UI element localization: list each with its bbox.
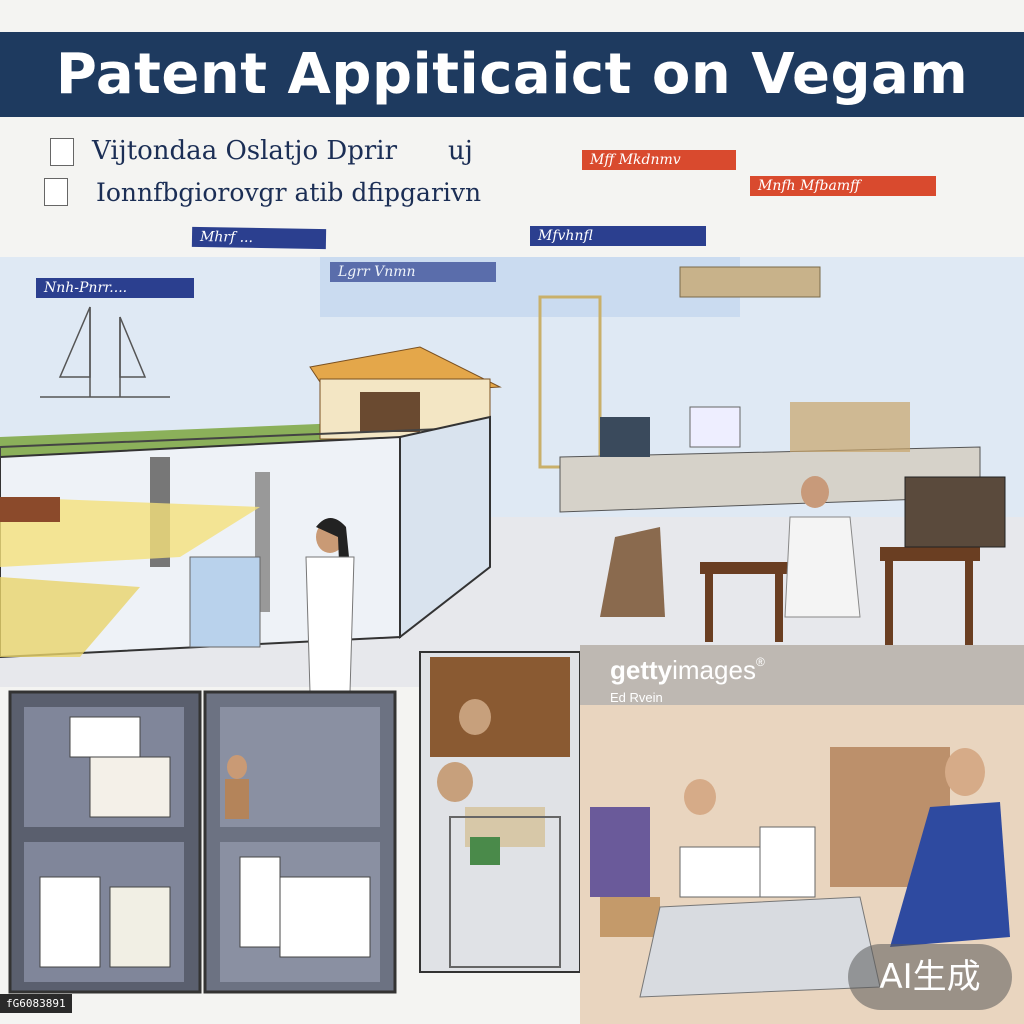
registered-mark: ® [755,655,765,669]
woman-figure [305,518,355,693]
getty-brand-bold: getty [610,655,673,685]
getty-brand-light: images [672,655,756,685]
label-tag: Mhrf ... [191,226,327,250]
ai-generated-badge: AI生成 [848,944,1012,1010]
getty-watermark: gettyimages® Ed Rvein [610,655,765,705]
rooftop-building [0,346,502,659]
subtitle-line-1-tail: uj [448,136,473,166]
subtitle-line-2: Ionnfbgiorovgr atib dfipgarivn [96,178,482,207]
image-code: fG6083891 [0,994,72,1013]
photo-credit: Ed Rvein [610,690,663,705]
label-tag: Mfvhnfl [530,226,706,246]
label-tag: Lgrr Vnmn [330,262,496,282]
filing-shelves [8,690,397,994]
label-tag: Nnh-Pnrr.... [36,278,194,298]
subtitle-line-1: Vijtondaa Oslatjo Dprir [92,136,398,166]
study-desk-scene [419,651,581,973]
document-icon [50,138,74,166]
label-tag: Mnfh Mfbamff [750,176,936,196]
getty-logo: gettyimages® [610,655,765,686]
title-banner: Patent Appiticaict on Vegam [0,32,1024,117]
illustration-scene [0,257,1024,1024]
label-tag: Mff Mkdnmv [582,150,736,170]
open-office [538,266,1006,646]
banner-title: Patent Appiticaict on Vegam [55,42,969,107]
sailboat-sketch [40,306,170,398]
document-icon [44,178,68,206]
